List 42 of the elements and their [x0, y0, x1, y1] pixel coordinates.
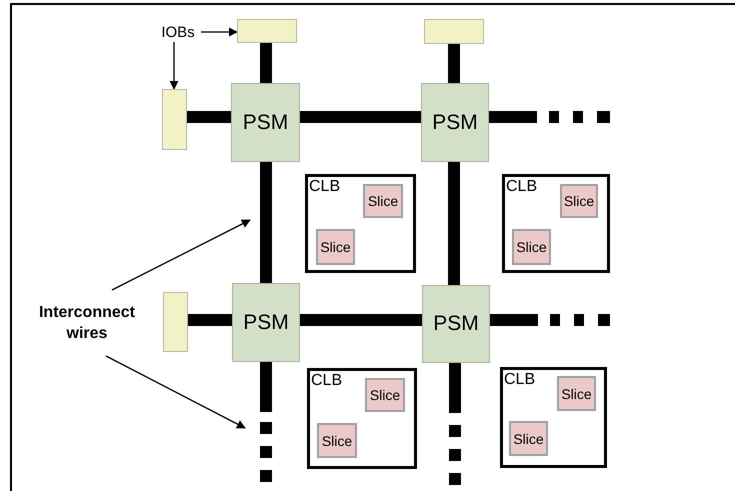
interconnect-wire: [448, 162, 460, 285]
slice-box: Slice: [316, 229, 355, 265]
leader-line: [112, 219, 251, 291]
interconnect-wire: [449, 363, 461, 485]
switch-matrix-box: PSM: [231, 83, 300, 162]
switch-matrix-box: PSM: [232, 283, 300, 362]
logic-block: [307, 368, 417, 469]
block-label: CLB: [506, 178, 538, 196]
interconnect-wire: [448, 44, 460, 83]
slice-box: Slice: [317, 423, 357, 458]
logic-block: [502, 174, 610, 273]
slice-box: Slice: [365, 378, 405, 412]
slice-box: Slice: [557, 376, 596, 411]
logic-block: [305, 174, 416, 273]
io-block: [237, 19, 297, 43]
interconnect-wire: [187, 111, 231, 123]
io-block: [163, 292, 188, 352]
callout-label: Interconnect wires: [28, 290, 146, 356]
interconnect-wire: [260, 43, 272, 83]
interconnect-wire: [188, 314, 232, 326]
logic-block: [500, 367, 607, 468]
slice-box: Slice: [509, 421, 548, 456]
arrow: [201, 28, 238, 36]
interconnect-wire: [490, 314, 610, 326]
leader-line: [106, 355, 246, 429]
io-block: [162, 89, 187, 150]
slice-box: Slice: [560, 184, 598, 218]
block-label: CLB: [311, 372, 342, 390]
interconnect-wire: [489, 111, 610, 123]
interconnect-wire: [260, 362, 272, 485]
interconnect-wire: [260, 162, 272, 283]
arrow: [170, 42, 178, 90]
block-label: CLB: [504, 371, 536, 389]
interconnect-wire: [300, 111, 421, 123]
block-label: CLB: [309, 178, 340, 196]
switch-matrix-box: PSM: [421, 83, 489, 162]
callout-label: IOBs: [155, 23, 201, 42]
slice-box: Slice: [363, 184, 403, 218]
io-block: [424, 19, 484, 44]
interconnect-wire: [300, 314, 422, 326]
slice-box: Slice: [512, 229, 551, 265]
switch-matrix-box: PSM: [422, 285, 490, 363]
